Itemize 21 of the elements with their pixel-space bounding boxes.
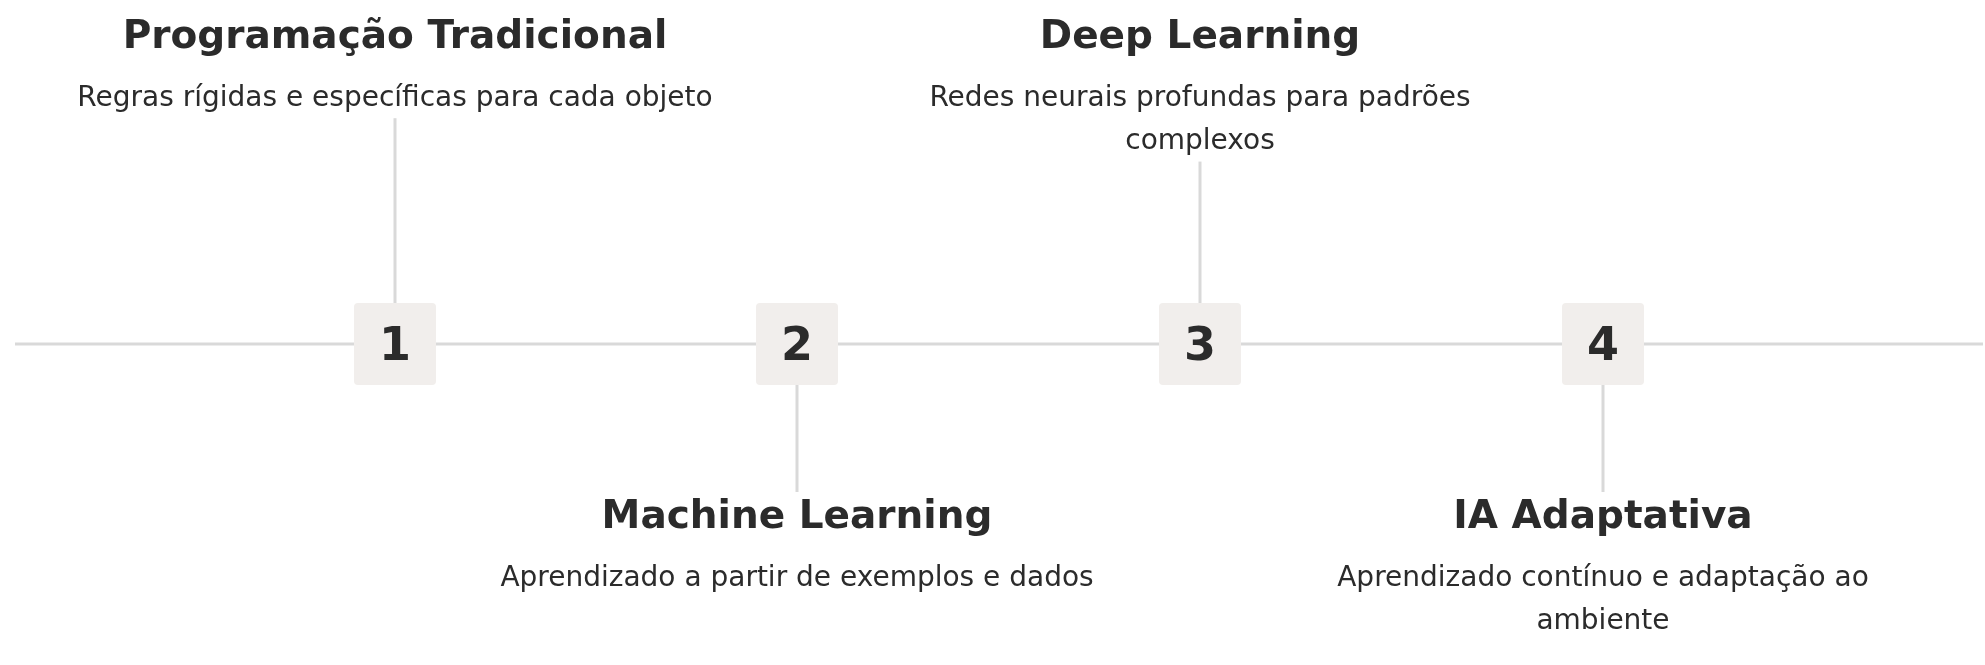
connector-line	[15, 342, 354, 346]
connector-line	[1644, 342, 1983, 346]
step-description: Aprendizado a partir de exemplos e dados	[500, 558, 1094, 595]
step-number-box: 2	[756, 303, 838, 385]
connector-line	[795, 385, 799, 492]
step-description: Redes neurais profundas para padrões complexos	[928, 78, 1472, 159]
step-number-box: 4	[1562, 303, 1644, 385]
step-description: Regras rígidas e específicas para cada objeto	[77, 78, 713, 115]
step-title: Deep Learning	[1039, 12, 1361, 59]
connector-line	[393, 118, 397, 303]
connector-line	[1601, 385, 1605, 492]
step-title: IA Adaptativa	[1453, 492, 1753, 539]
step-number-box: 1	[354, 303, 436, 385]
connector-line	[1198, 161, 1202, 303]
connector-line	[436, 342, 756, 346]
step-number-box: 3	[1159, 303, 1241, 385]
connector-line	[1241, 342, 1562, 346]
step-title: Programação Tradicional	[122, 12, 668, 59]
step-title: Machine Learning	[601, 492, 993, 539]
connector-line	[838, 342, 1159, 346]
step-description: Aprendizado contínuo e adaptação ao ambiente	[1336, 558, 1870, 639]
